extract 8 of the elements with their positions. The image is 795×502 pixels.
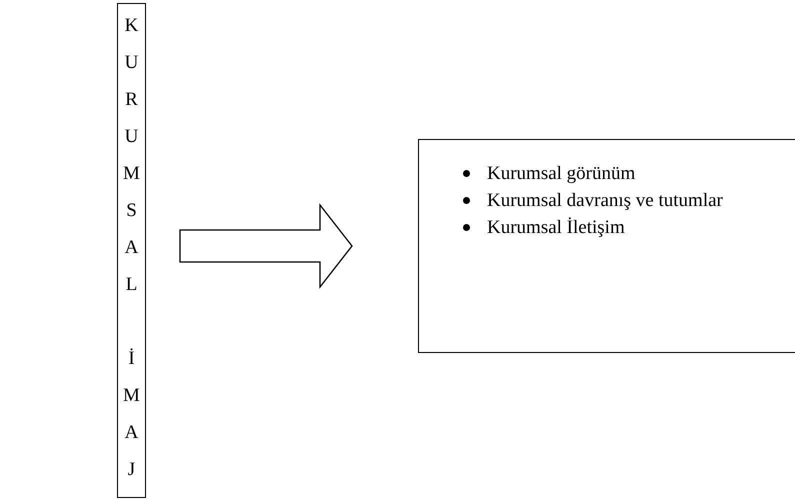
list-item-text: Kurumsal İletişim	[487, 217, 625, 238]
list-item-text: Kurumsal davranış ve tutumlar	[487, 190, 723, 211]
list-box	[418, 139, 795, 353]
block-arrow	[179, 203, 353, 289]
vertical-word: KURUMSAL	[122, 14, 141, 297]
list-item-text: Kurumsal görünüm	[487, 163, 636, 184]
vertical-word: İMAJ	[122, 347, 141, 482]
vertical-box	[117, 3, 146, 498]
